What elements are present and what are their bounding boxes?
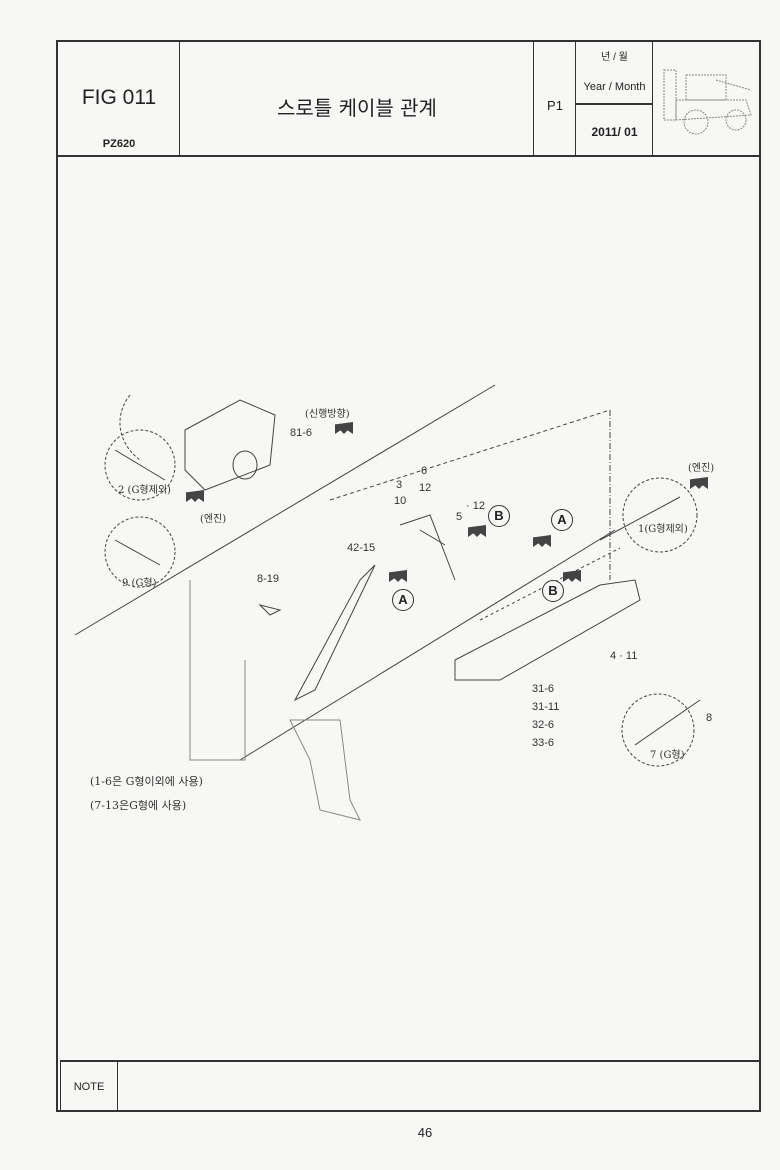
part-label-6: 6 bbox=[421, 465, 428, 477]
date-cell: 년 / 월 Year / Month 2011/ 01 bbox=[576, 42, 653, 157]
note-label: NOTE bbox=[61, 1062, 118, 1112]
year-month-en: Year / Month bbox=[583, 81, 646, 93]
engine-label: (엔진) bbox=[688, 463, 715, 474]
fig-cell: FIG 011 PZ620 bbox=[58, 42, 180, 157]
part-label-5: 5 bbox=[456, 511, 463, 523]
header-table: FIG 011 PZ620 스로틀 케이블 관계 P1 년 / 월 Year /… bbox=[58, 42, 759, 157]
date-value: 2011/ 01 bbox=[591, 125, 638, 139]
part-label-8: 8 bbox=[706, 712, 713, 724]
usage-note: (7-13은G형에 사용) bbox=[90, 799, 187, 812]
part-label-2: 2 (G형제외) bbox=[118, 485, 171, 496]
page-code: P1 bbox=[547, 98, 563, 113]
model-code: PZ620 bbox=[102, 138, 136, 150]
title-cell: 스로틀 케이블 관계 bbox=[180, 42, 534, 157]
travel-direction-label: (신행방향) bbox=[305, 409, 350, 420]
part-label-7: 7 (G형) bbox=[650, 750, 685, 761]
part-label-9: 9 (G형) bbox=[122, 578, 157, 589]
part-label-1: 1(G형제외) bbox=[638, 524, 688, 535]
page-title: 스로틀 케이블 관계 bbox=[277, 96, 437, 120]
page-code-cell: P1 bbox=[534, 42, 576, 157]
page-number: 46 bbox=[417, 1125, 433, 1140]
page-frame: FIG 011 PZ620 스로틀 케이블 관계 P1 년 / 월 Year /… bbox=[56, 40, 761, 1112]
engine-label: (엔진) bbox=[200, 514, 227, 525]
marker-b: B bbox=[488, 505, 510, 527]
part-label-31-11: 31-11 bbox=[532, 701, 560, 713]
part-label-3: 3 bbox=[396, 479, 403, 491]
part-label-8-19: 8-19 bbox=[257, 573, 280, 585]
marker-a: A bbox=[551, 509, 573, 531]
part-label-12: 12 bbox=[419, 482, 432, 494]
marker-b: B bbox=[542, 580, 564, 602]
marker-a: A bbox=[392, 589, 414, 611]
part-label-81-6: 81-6 bbox=[290, 427, 313, 439]
usage-note: (1-6은 G형이외에 사용) bbox=[90, 775, 203, 788]
part-label-10: 10 bbox=[394, 495, 407, 507]
part-label-33-6: 33-6 bbox=[532, 737, 555, 749]
part-label-4-11: 4 · 11 bbox=[610, 650, 638, 662]
part-label-32-6: 32-6 bbox=[532, 719, 555, 731]
machine-thumbnail bbox=[656, 60, 756, 145]
part-label-42-15: 42-15 bbox=[347, 542, 376, 554]
note-row: NOTE bbox=[60, 1060, 760, 1112]
part-label-5-12: · 12 bbox=[466, 500, 485, 512]
part-label-31-6: 31-6 bbox=[532, 683, 555, 695]
year-month-kr: 년 / 월 bbox=[601, 52, 628, 63]
fig-number: FIG 011 bbox=[81, 86, 157, 109]
